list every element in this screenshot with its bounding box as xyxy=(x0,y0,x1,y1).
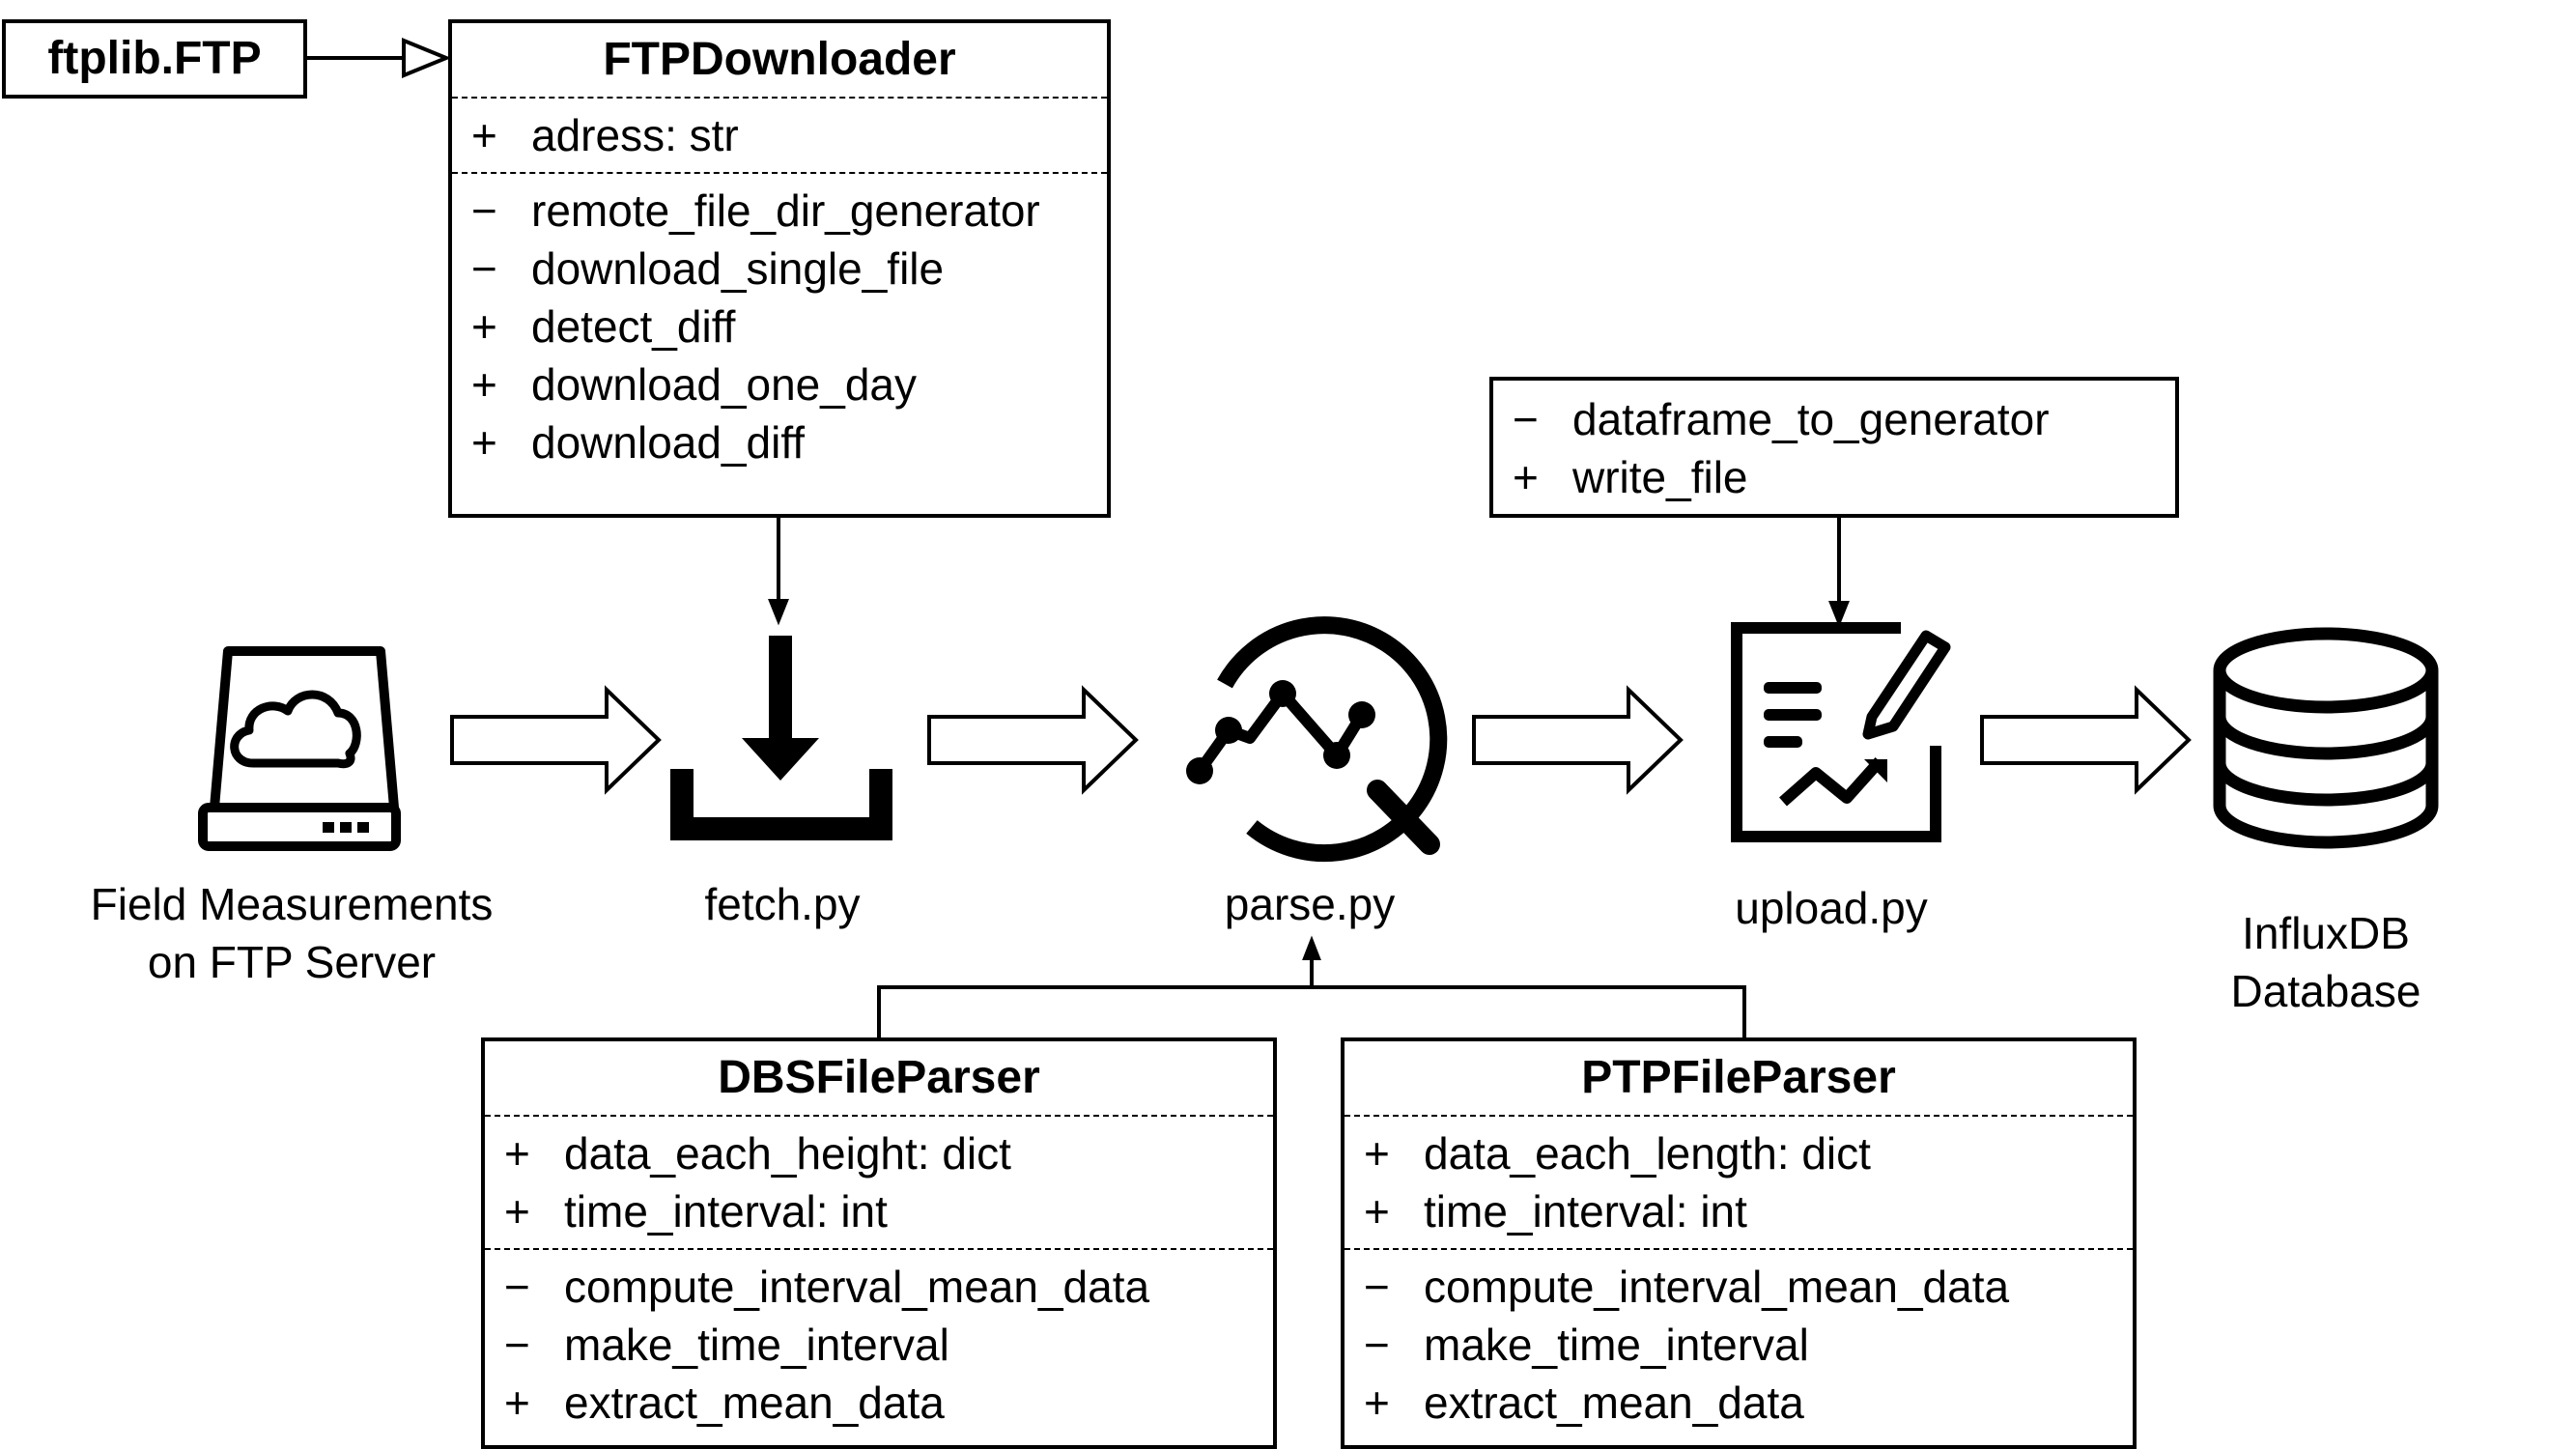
analytics-search-icon xyxy=(1186,616,1448,863)
method-name: download_one_day xyxy=(531,359,918,410)
method-row: − dataframe_to_generator xyxy=(1493,390,2175,448)
ftp-server-drive-icon xyxy=(198,646,401,851)
visibility-marker: − xyxy=(1364,1320,1390,1370)
ftpdownloader-to-fetch-arrowhead xyxy=(768,599,789,626)
visibility-marker: + xyxy=(1364,1186,1390,1236)
dbsfileparser-methods: − compute_interval_mean_data − make_time… xyxy=(485,1248,1273,1439)
attribute-name: data_each_length: dict xyxy=(1424,1128,1871,1179)
uploader-methods-box: − dataframe_to_generator + write_file xyxy=(1489,377,2179,518)
attribute-row: + adress: str xyxy=(452,106,1107,164)
attribute-name: adress: str xyxy=(531,110,739,160)
method-name: write_file xyxy=(1572,452,1748,502)
visibility-marker: + xyxy=(471,359,497,410)
method-name: extract_mean_data xyxy=(564,1378,945,1428)
ftpdownloader-class-box: FTPDownloader + adress: str − remote_fil… xyxy=(448,19,1111,518)
method-row: + extract_mean_data xyxy=(1345,1374,2133,1432)
method-row: + extract_mean_data xyxy=(485,1374,1273,1432)
method-row: + download_diff xyxy=(452,413,1107,471)
method-name: make_time_interval xyxy=(1424,1320,1809,1370)
visibility-marker: − xyxy=(504,1320,530,1370)
method-row: − download_single_file xyxy=(452,240,1107,298)
attribute-name: time_interval: int xyxy=(564,1186,888,1236)
visibility-marker: + xyxy=(1364,1128,1390,1179)
dbsfileparser-title: DBSFileParser xyxy=(485,1041,1273,1117)
ptpfileparser-methods: − compute_interval_mean_data − make_time… xyxy=(1345,1248,2133,1439)
attribute-name: time_interval: int xyxy=(1424,1186,1747,1236)
source-label: Field Measurements on FTP Server xyxy=(39,875,545,991)
visibility-marker: − xyxy=(1513,394,1539,444)
flow-arrow-parse-to-upload xyxy=(1472,685,1684,795)
visibility-marker: + xyxy=(471,110,497,160)
visibility-marker: − xyxy=(471,185,497,236)
method-row: + download_one_day xyxy=(452,355,1107,413)
ftpdownloader-title: FTPDownloader xyxy=(452,23,1107,99)
ftpdownloader-methods: − remote_file_dir_generator − download_s… xyxy=(452,172,1107,479)
database-icon xyxy=(2213,627,2439,849)
dbsfileparser-attributes: + data_each_height: dict + time_interval… xyxy=(485,1117,1273,1248)
parsers-to-parse-connector xyxy=(877,985,1746,1045)
download-icon xyxy=(670,636,892,840)
document-edit-icon xyxy=(1731,622,1951,842)
ftpdownloader-attributes: + adress: str xyxy=(452,99,1107,172)
visibility-marker: + xyxy=(471,301,497,352)
ptpfileparser-title: PTPFileParser xyxy=(1345,1041,2133,1117)
attribute-row: + time_interval: int xyxy=(1345,1182,2133,1240)
uploader-methods: − dataframe_to_generator + write_file xyxy=(1493,381,2175,514)
visibility-marker: − xyxy=(1364,1262,1390,1312)
method-row: + detect_diff xyxy=(452,298,1107,355)
uploader-methods-to-upload-arrowhead xyxy=(1828,601,1850,628)
parse-label: parse.py xyxy=(1224,879,1396,929)
visibility-marker: + xyxy=(504,1128,530,1179)
fetch-label: fetch.py xyxy=(704,879,861,929)
method-name: compute_interval_mean_data xyxy=(564,1262,1150,1312)
method-row: − make_time_interval xyxy=(485,1316,1273,1374)
method-name: compute_interval_mean_data xyxy=(1424,1262,2010,1312)
attribute-row: + data_each_length: dict xyxy=(1345,1124,2133,1182)
dbsfileparser-class-box: DBSFileParser + data_each_height: dict +… xyxy=(481,1037,1277,1449)
source-label-line2: on FTP Server xyxy=(147,937,437,987)
db-label-line2: Database xyxy=(2230,966,2421,1016)
method-row: + write_file xyxy=(1493,448,2175,506)
upload-label: upload.py xyxy=(1735,883,1928,933)
attribute-name: data_each_height: dict xyxy=(564,1128,1011,1179)
visibility-marker: − xyxy=(471,243,497,294)
flow-arrow-upload-to-db xyxy=(1980,685,2192,795)
visibility-marker: − xyxy=(504,1262,530,1312)
method-row: − compute_interval_mean_data xyxy=(1345,1258,2133,1316)
ptpfileparser-class-box: PTPFileParser + data_each_length: dict +… xyxy=(1341,1037,2137,1449)
flow-arrow-fetch-to-parse xyxy=(927,685,1139,795)
visibility-marker: + xyxy=(504,1186,530,1236)
inheritance-arrowhead xyxy=(402,38,452,78)
method-name: download_single_file xyxy=(531,243,945,294)
visibility-marker: + xyxy=(471,417,497,468)
flow-arrow-source-to-fetch xyxy=(450,685,662,795)
attribute-row: + data_each_height: dict xyxy=(485,1124,1273,1182)
method-row: − compute_interval_mean_data xyxy=(485,1258,1273,1316)
attribute-row: + time_interval: int xyxy=(485,1182,1273,1240)
visibility-marker: + xyxy=(504,1378,530,1428)
ftplib-ftp-label: ftplib.FTP xyxy=(47,33,262,84)
method-name: download_diff xyxy=(531,417,806,468)
parsers-to-parse-arrowhead xyxy=(1302,935,1321,960)
db-label: InfluxDB Database xyxy=(2181,904,2471,1020)
method-row: − make_time_interval xyxy=(1345,1316,2133,1374)
method-name: dataframe_to_generator xyxy=(1572,394,2050,444)
visibility-marker: + xyxy=(1513,452,1539,502)
source-label-line1: Field Measurements xyxy=(90,879,494,929)
method-row: − remote_file_dir_generator xyxy=(452,182,1107,240)
method-name: remote_file_dir_generator xyxy=(531,185,1040,236)
method-name: detect_diff xyxy=(531,301,736,352)
visibility-marker: + xyxy=(1364,1378,1390,1428)
ftplib-ftp-class-box: ftplib.FTP xyxy=(2,19,307,99)
ptpfileparser-attributes: + data_each_length: dict + time_interval… xyxy=(1345,1117,2133,1248)
db-label-line1: InfluxDB xyxy=(2242,908,2410,958)
method-name: make_time_interval xyxy=(564,1320,949,1370)
method-name: extract_mean_data xyxy=(1424,1378,1804,1428)
